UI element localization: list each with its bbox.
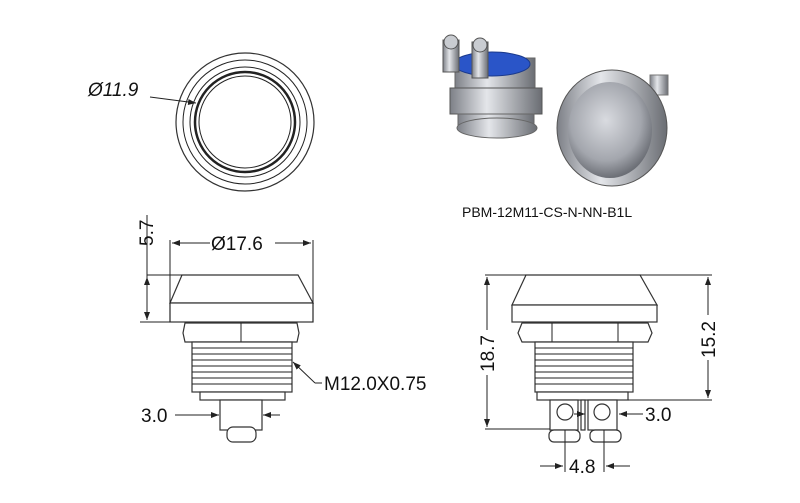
terminal-width-right-label: 3.0 <box>645 405 671 426</box>
terminal-pitch-label: 4.8 <box>569 457 595 478</box>
body-height-label: 15.2 <box>699 321 720 358</box>
top-diameter-label: Ø11.9 <box>87 80 139 101</box>
total-height-label: 18.7 <box>478 335 499 372</box>
thread-label: M12.0X0.75 <box>324 374 426 395</box>
side-view-left <box>140 215 322 443</box>
head-height-label: 5.7 <box>137 220 158 246</box>
top-view: Ø11.9 <box>87 52 315 192</box>
side-view-right <box>484 274 712 472</box>
head-diameter-label: Ø17.6 <box>211 234 263 255</box>
model-number: PBM-12M11-CS-N-NN-B1L <box>462 204 632 220</box>
product-photo <box>442 34 669 187</box>
terminal-width-left-label: 3.0 <box>141 406 167 427</box>
